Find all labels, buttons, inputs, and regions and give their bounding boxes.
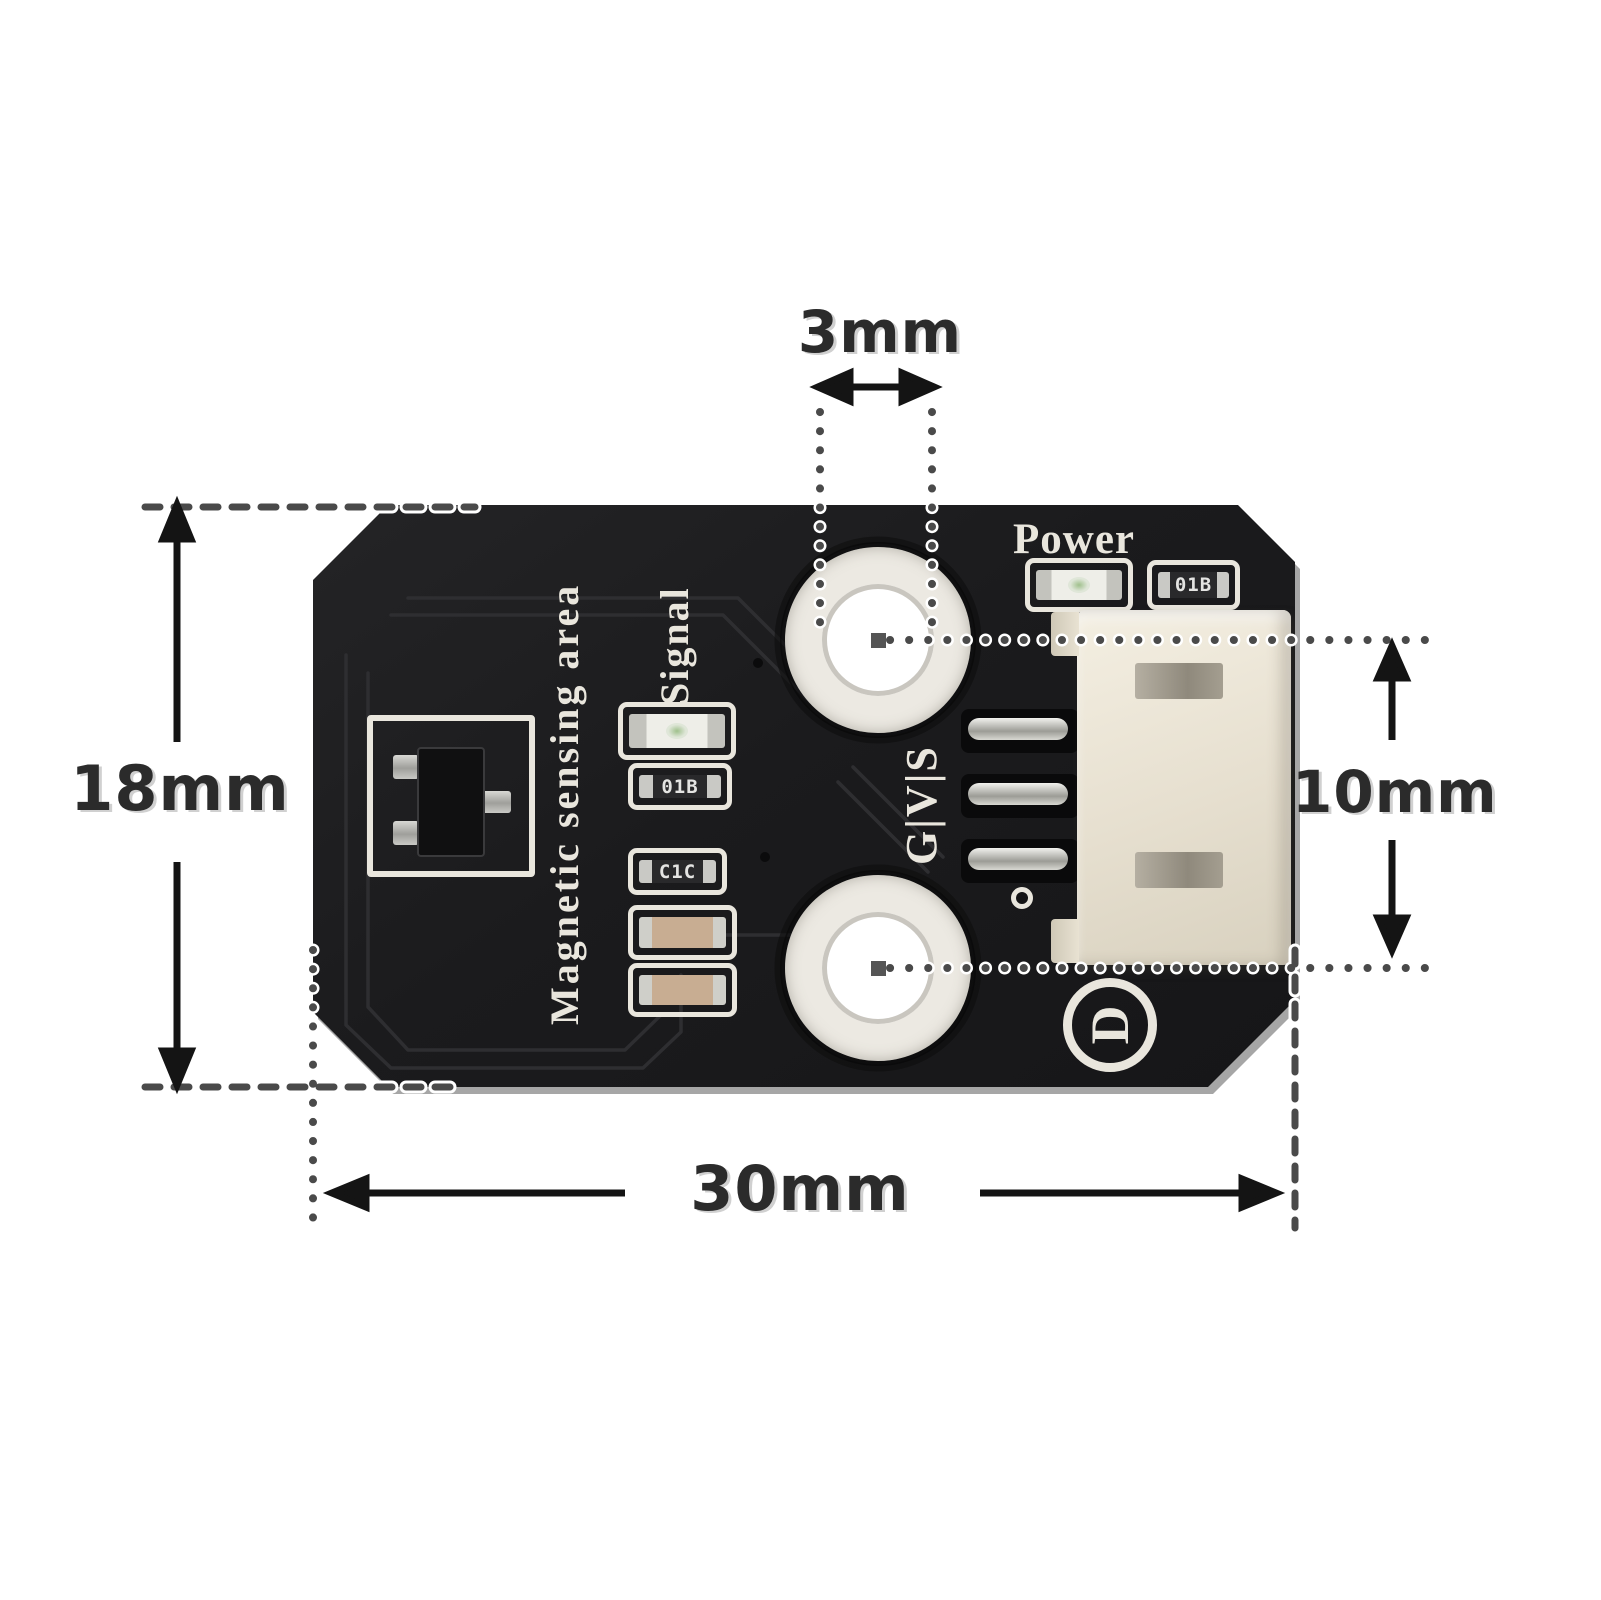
dimension-30mm: 30mm — [690, 1152, 910, 1225]
sensing-area-label: Magnetic sensing area — [542, 582, 587, 1025]
d-mark-circle: D — [1063, 978, 1157, 1072]
capacitor-tan-1 — [628, 905, 737, 960]
capacitor-body — [639, 917, 726, 948]
power-led — [1025, 558, 1133, 612]
capacitor-marking: C1C — [639, 860, 716, 883]
jst-connector — [1051, 610, 1291, 965]
sensor-lead — [479, 791, 511, 813]
signal-resistor: 01B — [628, 763, 732, 810]
connector-pin — [968, 783, 1068, 805]
connector-pin — [968, 848, 1068, 870]
hole-bore — [822, 912, 934, 1024]
signal-label: Signal — [652, 586, 697, 705]
via-dot — [1011, 887, 1033, 909]
connector-tab — [1051, 919, 1079, 963]
capacitor-body — [639, 975, 726, 1005]
capacitor-tan-2 — [628, 963, 737, 1017]
connector-slot — [1135, 663, 1223, 699]
d-mark-letter: D — [1080, 1005, 1140, 1045]
led-body — [629, 714, 725, 748]
pcb-board: Magnetic sensing area Signal G|V|S Power… — [313, 505, 1295, 1087]
connector-tab — [1051, 612, 1079, 656]
sensor-lead — [393, 755, 419, 779]
dimension-18mm: 18mm — [70, 752, 290, 825]
dimension-10mm: 10mm — [1292, 758, 1498, 826]
signal-led — [618, 702, 736, 760]
sensor-lead — [393, 821, 419, 845]
resistor-marking: 01B — [639, 775, 721, 798]
mounting-hole-top — [785, 547, 971, 733]
resistor-marking: 01B — [1158, 572, 1229, 598]
mounting-hole-bottom — [785, 875, 971, 1061]
pinout-label: G|V|S — [897, 745, 946, 865]
hall-sensor-chip — [417, 747, 485, 857]
power-label: Power — [1013, 516, 1135, 563]
hole-bore — [822, 584, 934, 696]
power-resistor: 01B — [1147, 560, 1240, 610]
led-body — [1036, 570, 1122, 600]
capacitor-c1c: C1C — [628, 848, 727, 895]
connector-slot — [1135, 852, 1223, 888]
connector-pin — [968, 718, 1068, 740]
dimension-3mm: 3mm — [797, 298, 963, 366]
